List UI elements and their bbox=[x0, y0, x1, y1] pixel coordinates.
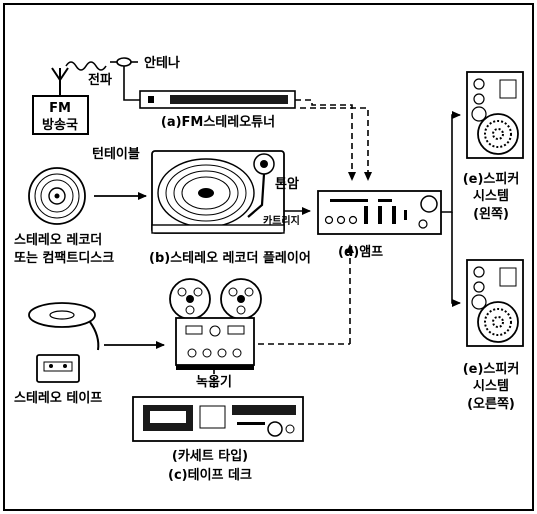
speaker-right: (e)스피커 시스템 (오른쪽) bbox=[463, 260, 523, 412]
tape-deck-label: (c)테이프 데크 bbox=[168, 467, 252, 483]
fm-station: FM 방송국 bbox=[33, 68, 88, 134]
speaker-left-line1: (e)스피커 bbox=[463, 172, 520, 187]
turntable: 턴테이블 톤암 카트리지 bbox=[92, 146, 300, 233]
record-player-label: (b)스테레오 레코더 플레이어 bbox=[149, 250, 311, 266]
cassette-icon bbox=[37, 355, 79, 382]
fm-station-line2: 방송국 bbox=[42, 117, 78, 133]
amp-label: (d)앰프 bbox=[338, 244, 383, 260]
amplifier: (d)앰프 bbox=[318, 191, 441, 260]
antenna-icon bbox=[117, 58, 131, 66]
fm-station-line1: FM bbox=[49, 101, 71, 116]
tape-deck-type-label: (카세트 타입) bbox=[172, 448, 248, 464]
tuner-label: (a)FM스테레오튜너 bbox=[161, 114, 275, 130]
tape-deck: (카세트 타입) (c)테이프 데크 bbox=[133, 397, 303, 483]
record-source-line1: 스테레오 레코더 bbox=[14, 232, 102, 248]
amp-to-right-speaker-arrow bbox=[452, 212, 460, 303]
record-disc: 스테레오 레코더 또는 컴팩트디스크 bbox=[14, 168, 146, 266]
stereo-tape: 스테레오 테이프 bbox=[14, 303, 164, 406]
recorder-body bbox=[176, 318, 254, 365]
record-source-line2: 또는 컴팩트디스크 bbox=[14, 250, 114, 266]
speaker-left-line2: 시스템 bbox=[473, 189, 509, 204]
radio-wave-icon bbox=[66, 62, 106, 70]
speaker-right-line2: 시스템 bbox=[473, 379, 509, 394]
cartridge-label: 카트리지 bbox=[263, 214, 300, 227]
reel-recorder: 녹음기 bbox=[170, 279, 261, 390]
speaker-right-line3: (오른쪽) bbox=[467, 397, 515, 412]
speaker-left-line3: (왼쪽) bbox=[473, 207, 509, 222]
antenna-cable bbox=[124, 66, 140, 100]
tower-icon bbox=[52, 68, 68, 96]
deck-knob-icon bbox=[268, 422, 282, 436]
speaker-left: (e)스피커 시스템 (왼쪽) bbox=[463, 72, 523, 222]
amp-to-left-speaker-arrow bbox=[441, 115, 460, 212]
tonearm-label: 톤암 bbox=[275, 176, 299, 192]
speaker-right-line1: (e)스피커 bbox=[463, 362, 520, 377]
radio-wave-label: 전파 bbox=[88, 72, 112, 88]
deck-display bbox=[232, 405, 296, 415]
fm-tuner: (a)FM스테레오튜너 bbox=[140, 91, 295, 130]
volume-knob-icon bbox=[421, 196, 437, 212]
tuner-to-amp-arrow bbox=[295, 100, 352, 180]
tuner-to-amp-arrow-2 bbox=[300, 108, 368, 180]
turntable-label: 턴테이블 bbox=[92, 146, 140, 162]
tape-source-label: 스테레오 테이프 bbox=[14, 390, 102, 406]
antenna-label: 안테나 bbox=[144, 55, 180, 71]
tuner-display bbox=[170, 95, 288, 104]
